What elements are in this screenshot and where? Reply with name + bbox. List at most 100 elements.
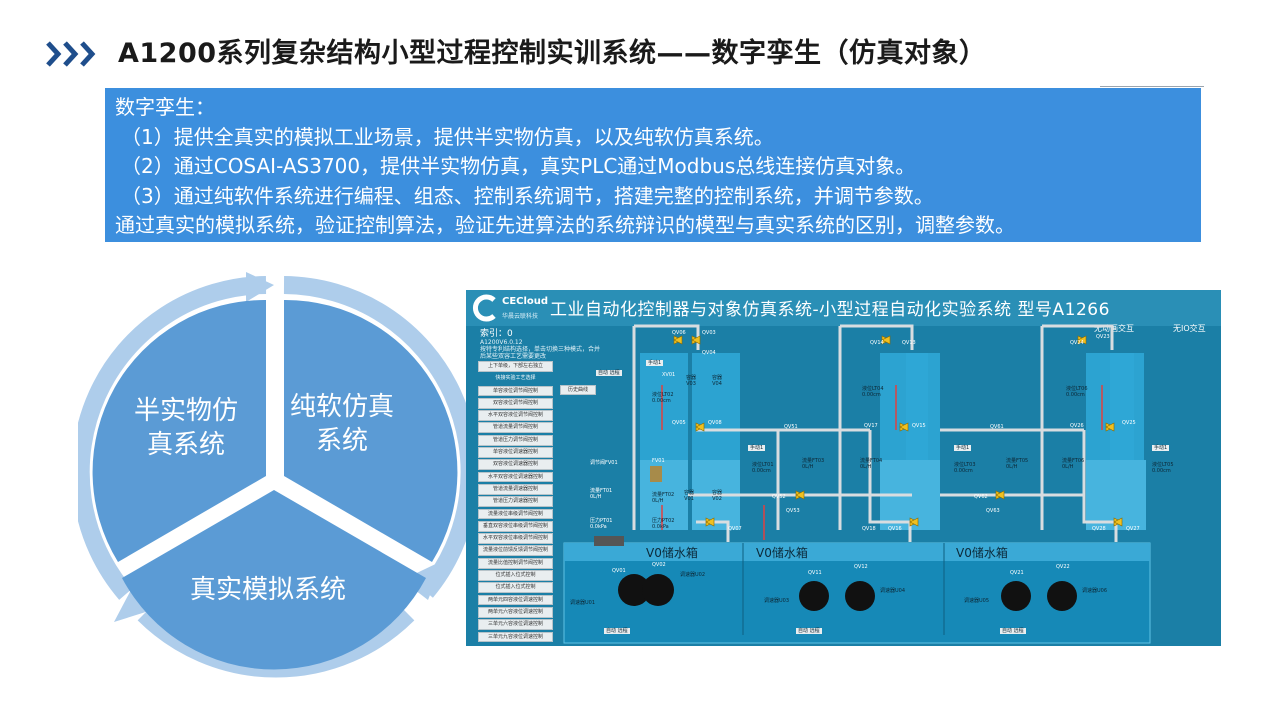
menu-item[interactable]: 流量比值控制调节阀控制	[478, 557, 553, 569]
reservoir-label-3: V0储水箱	[956, 546, 1008, 560]
valve-tag: QV01	[612, 568, 626, 574]
readout-ft03: 流量FT03 0L/H	[802, 458, 825, 470]
cecloud-logo-icon	[473, 294, 496, 322]
valve-tag: QV26	[1070, 423, 1084, 429]
menu-item[interactable]: 水平双容液位串级调节阀控制	[478, 533, 553, 544]
readout-lt06: 液位LT06 0.00cm	[1066, 386, 1088, 398]
menu-item[interactable]: 流量液位串级调节阀控制	[478, 508, 553, 520]
cycle-segment-bottom	[122, 490, 426, 670]
valve-tag: QV21	[1010, 570, 1024, 576]
menu-header: 快接实验工艺选择	[478, 373, 553, 385]
history-curve-button[interactable]: 历史曲线	[560, 385, 596, 395]
valve-tag: QV11	[808, 570, 822, 576]
tank-label-v04: 容器 V04	[712, 375, 723, 387]
sim-mode-anim[interactable]: 无动画交互	[1094, 324, 1134, 333]
valve-tag: QV14	[870, 340, 884, 346]
readout-lt02: 液位LT02 0.00cm	[652, 392, 674, 404]
title-rule	[1100, 86, 1204, 87]
pump-uc05-label: 调速器U05	[964, 598, 990, 604]
pump-uc03-label: 调速器U03	[764, 598, 790, 604]
menu-item[interactable]: 位式插入位式控制	[478, 570, 553, 581]
valve-tag: QV25	[1122, 420, 1136, 426]
reservoir-label-1: V0储水箱	[646, 546, 698, 560]
menu-item[interactable]: 三单元六容液位调速控制	[478, 619, 553, 631]
intro-item-2: （2）通过COSAI-AS3700，提供半实物仿真，真实PLC通过Modbus总…	[121, 154, 916, 178]
valve-tag: QV06	[672, 330, 686, 336]
valve-tag: QV51	[784, 424, 798, 430]
readout-xv01: XV01	[662, 372, 676, 378]
readout-ft01: 流量FT01 0L/H	[590, 488, 613, 500]
valve-tag: QV15	[912, 423, 926, 429]
pump-uc06-label: 调速器U06	[1082, 588, 1108, 594]
cycle-ring-arc-right	[283, 276, 474, 598]
menu-item[interactable]: 双容液位调节阀控制	[478, 397, 553, 409]
valve-tag: QV08	[708, 420, 722, 426]
readout-lt01: 液位LT01 0.00cm	[752, 462, 774, 474]
cycle-segment-right	[284, 299, 458, 562]
tank-label-v01: 容器 V01	[684, 490, 695, 502]
menu-item[interactable]: 垂直双容液位串级调节阀控制	[478, 520, 553, 532]
menu-item[interactable]: 单容液位调速器控制	[478, 447, 553, 458]
menu-item[interactable]: 流量液位前馈反馈调节阀控制	[478, 545, 553, 557]
sim-brand: CECloud	[502, 296, 549, 307]
valve-tag: QV61	[990, 424, 1004, 430]
manual-button-4[interactable]: 手动1	[1152, 445, 1170, 451]
valve-tag: QV17	[864, 423, 878, 429]
menu-item[interactable]: 水平双容液位调节阀控制	[478, 410, 553, 421]
intro-item-3: （3）通过纯软件系统进行编程、组态、控制系统调节，搭建完整的控制系统，并调节参数…	[121, 183, 934, 208]
sim-brand-sub: 华晨云联科技	[502, 313, 539, 320]
auto-remote-unit2[interactable]: 自动 远程	[796, 628, 822, 634]
readout-ft04: 流量FT04 0L/H	[860, 458, 883, 470]
menu-item[interactable]: 三单元九容液位调速控制	[478, 631, 553, 643]
menu-item[interactable]: 位式插入位式控制	[478, 582, 553, 594]
pump-unit2-a	[799, 581, 829, 611]
readout-pt02: 压力PT02 0.0kPa	[652, 518, 675, 530]
pump-unit2-b	[845, 581, 875, 611]
auto-remote-unit3[interactable]: 自动 远程	[1000, 628, 1026, 634]
menu-item[interactable]: 双容液位调速器控制	[478, 459, 553, 471]
page-title: A1200系列复杂结构小型过程控制实训系统——数字孪生（仿真对象）	[118, 38, 987, 69]
valve-tag: QV18	[862, 526, 876, 532]
intro-heading: 数字孪生：	[115, 95, 215, 119]
menu-item[interactable]: 单容液位调节阀控制	[478, 385, 553, 397]
valve-tag: QV27	[1126, 526, 1140, 532]
readout-fv01: FV01	[652, 458, 665, 464]
readout-ft05: 流量FT05 0L/H	[1006, 458, 1029, 470]
readout-ft02: 流量FT02 0L/H	[652, 492, 675, 504]
pump-unit3-b	[1047, 581, 1077, 611]
auto-remote-unit1[interactable]: 自动 远程	[604, 628, 630, 634]
menu-item[interactable]: 管道流量调节阀控制	[478, 422, 553, 434]
manual-button-3[interactable]: 手动1	[954, 445, 972, 451]
sim-mode-io[interactable]: 无IO交互	[1173, 324, 1206, 333]
valve-tag: QV12	[854, 564, 868, 570]
valve-tag: QV53	[786, 508, 800, 514]
intro-box: 数字孪生： （1）提供全真实的模拟工业场景，提供半实物仿真，以及纯软仿真系统。 …	[105, 88, 1201, 242]
tank-label-v03: 容器 V03	[686, 375, 697, 387]
pump-unit1-a	[618, 574, 650, 606]
menu-item[interactable]: 上下单级，下部左右独立	[478, 361, 553, 372]
menu-item[interactable]: 水平双容液位调速器控制	[478, 471, 553, 483]
cycle-label-bottom: 真实模拟系统	[190, 575, 347, 605]
valve-tag: QV22	[1056, 564, 1070, 570]
menu-item[interactable]: 两单元四容液位调速控制	[478, 594, 553, 606]
pump-unit3-a	[1001, 581, 1031, 611]
sim-version: A1200V6.0.12 按特专利结构选择，单击切换三种模式，合并后某些双容工艺…	[480, 339, 601, 360]
simulation-screenshot: CECloud 华晨云联科技 工业自动化控制器与对象仿真系统-小型过程自动化实验…	[466, 290, 1221, 646]
intro-item-1: （1）提供全真实的模拟工业场景，提供半实物仿真，以及纯软仿真系统。	[121, 124, 774, 149]
menu-item[interactable]: 两单元六容液位调速控制	[478, 606, 553, 618]
sim-title: 工业自动化控制器与对象仿真系统-小型过程自动化实验系统 型号A1266	[550, 300, 1110, 320]
auto-remote-button[interactable]: 自动 远程	[596, 370, 622, 376]
manual-button[interactable]: 手动1	[646, 360, 664, 366]
menu-item[interactable]: 管道压力调速器控制	[478, 496, 553, 508]
sim-header	[466, 290, 1221, 326]
sim-menu: 上下单级，下部左右独立 快接实验工艺选择 单容液位调节阀控制 双容液位调节阀控制…	[478, 361, 553, 644]
sim-index: 索引：0	[480, 329, 513, 339]
manual-button-2[interactable]: 手动1	[748, 445, 766, 451]
valve-tag: QV52	[772, 494, 786, 500]
menu-item[interactable]: 管道流量调速器控制	[478, 483, 553, 495]
readout-lt03: 液位LT03 0.00cm	[954, 462, 976, 474]
valve-tag: QV02	[652, 562, 666, 568]
menu-item[interactable]: 管道压力调节阀控制	[478, 434, 553, 446]
cycle-ring-arc-left	[78, 276, 267, 600]
reservoir-label-2: V0储水箱	[756, 546, 808, 560]
